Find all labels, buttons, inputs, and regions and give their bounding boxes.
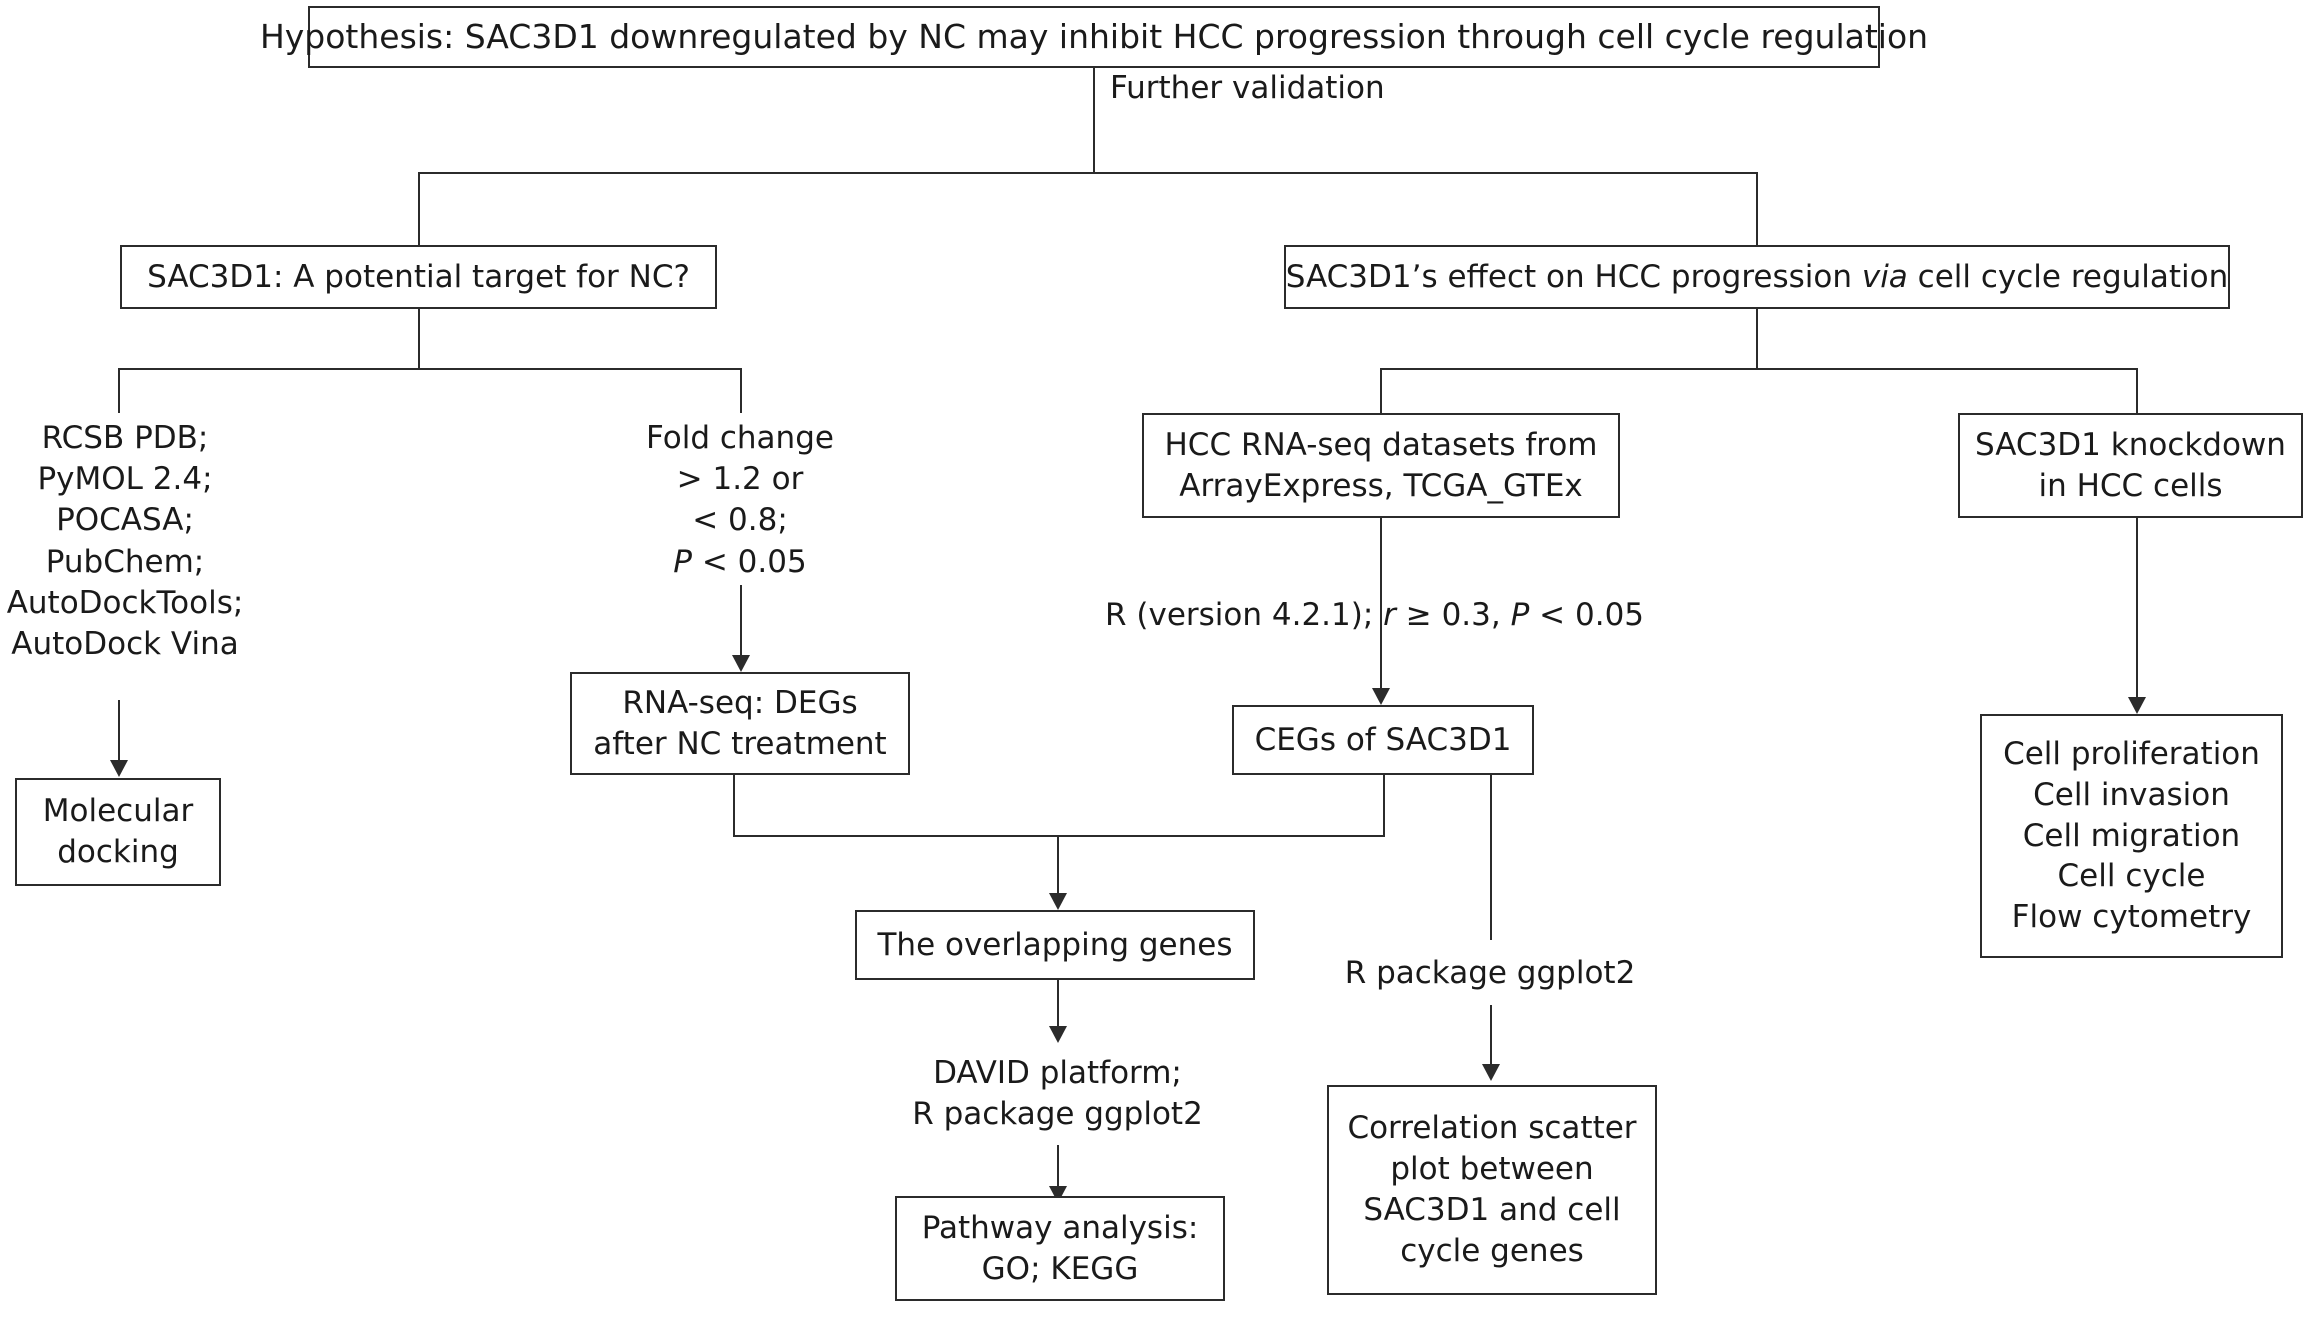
- connector-hypothesis-to-split: [1093, 68, 1095, 172]
- cegs-box: CEGs of SAC3D1: [1232, 705, 1534, 775]
- connector-right-to-datasets: [1380, 368, 1382, 413]
- arrowhead-tools-to-docking: [110, 760, 128, 777]
- connector-tools-to-docking: [118, 700, 120, 762]
- knockdown-line: SAC3D1 knockdown: [1975, 426, 2286, 463]
- connector-right-header-down: [1756, 309, 1758, 368]
- p-symbol: P: [673, 543, 692, 580]
- pathway-line: Pathway analysis:: [921, 1209, 1199, 1246]
- connector-left-split-bar: [118, 368, 740, 370]
- connector-left-to-tools: [118, 368, 120, 413]
- pathway-analysis-box: Pathway analysis: GO; KEGG: [895, 1196, 1225, 1301]
- assay-item: Cell cycle: [2057, 858, 2206, 895]
- connector-main-split-bar: [418, 172, 1758, 174]
- arrowhead-knockdown-to-assays: [2128, 697, 2146, 714]
- david-platform-label: DAVID platform; R package ggplot2: [870, 1053, 1245, 1135]
- fold-change-criteria: Fold change > 1.2 or < 0.8; P < 0.05: [600, 418, 880, 583]
- hcc-datasets-box: HCC RNA-seq datasets from ArrayExpress, …: [1142, 413, 1620, 518]
- via-italic: via: [1861, 258, 1908, 295]
- header-post: cell cycle regulation: [1907, 258, 2229, 295]
- pathway-line: GO; KEGG: [981, 1250, 1139, 1287]
- arrowhead-ggplot-to-scatter: [1482, 1064, 1500, 1081]
- right-branch-header-box: SAC3D1’s effect on HCC progression via c…: [1284, 245, 2230, 309]
- connector-merge-to-overlapping: [1057, 835, 1059, 897]
- arrowhead-criteria-to-degs: [732, 655, 750, 672]
- assay-item: Cell invasion: [2033, 776, 2230, 813]
- p-symbol: P: [1510, 597, 1530, 633]
- tool-item: POCASA;: [56, 502, 194, 539]
- rnaseq-degs-box: RNA-seq: DEGs after NC treatment: [570, 672, 910, 775]
- correlation-scatter-box: Correlation scatter plot between SAC3D1 …: [1327, 1085, 1657, 1295]
- p-threshold: < 0.05: [691, 543, 807, 580]
- arrowhead-merge-to-overlapping: [1049, 893, 1067, 910]
- r-version: R (version 4.2.1);: [1105, 597, 1384, 633]
- criteria-line: Fold change: [646, 420, 834, 456]
- criteria-line: > 1.2 or: [676, 461, 804, 498]
- correlation-parameters-label: R (version 4.2.1); r ≥ 0.3, P < 0.05: [1105, 595, 1665, 636]
- criteria-line-pvalue: P < 0.05: [600, 542, 880, 583]
- assay-item: Cell migration: [2022, 817, 2241, 854]
- ggplot2-label: R package ggplot2: [1344, 955, 1636, 991]
- connector-knockdown-to-assays: [2136, 518, 2138, 702]
- r-symbol: r: [1383, 597, 1396, 633]
- scatter-line: plot between: [1390, 1151, 1594, 1188]
- degs-line: RNA-seq: DEGs: [622, 684, 858, 721]
- david-line: DAVID platform;: [933, 1055, 1182, 1091]
- cell-assays-box: Cell proliferation Cell invasion Cell mi…: [1980, 714, 2283, 958]
- connector-overlapping-to-david: [1057, 980, 1059, 1032]
- overlapping-genes-line: The overlapping genes: [877, 926, 1233, 963]
- hypothesis-text: Hypothesis: SAC3D1 downregulated by NC m…: [259, 17, 1929, 57]
- cegs-line: CEGs of SAC3D1: [1254, 721, 1512, 758]
- overlapping-genes-box: The overlapping genes: [855, 910, 1255, 980]
- left-branch-header-box: SAC3D1: A potential target for NC?: [120, 245, 717, 309]
- david-line: R package ggplot2: [912, 1096, 1203, 1133]
- molecular-docking-tools-list: RCSB PDB; PyMOL 2.4; POCASA; PubChem; Au…: [0, 418, 250, 665]
- tool-item: RCSB PDB;: [41, 420, 209, 456]
- connector-david-to-pathway: [1057, 1145, 1059, 1193]
- molecular-docking-line: docking: [57, 834, 179, 870]
- connector-left-to-criteria: [740, 368, 742, 413]
- criteria-line: < 0.8;: [692, 502, 788, 539]
- scatter-line: SAC3D1 and cell: [1363, 1192, 1621, 1228]
- p-threshold: < 0.05: [1529, 597, 1645, 633]
- connector-cegs-to-ggplot: [1490, 775, 1492, 940]
- connector-left-header-down: [418, 309, 420, 368]
- assay-item: Flow cytometry: [2011, 899, 2252, 936]
- connector-ggplot-to-scatter: [1490, 1005, 1492, 1070]
- connector-merge-bar: [733, 835, 1385, 837]
- sac3d1-knockdown-box: SAC3D1 knockdown in HCC cells: [1958, 413, 2303, 518]
- datasets-line: HCC RNA-seq datasets from: [1164, 426, 1598, 463]
- left-branch-header-text: SAC3D1: A potential target for NC?: [147, 258, 690, 295]
- scatter-line: cycle genes: [1400, 1232, 1584, 1269]
- connector-datasets-to-cegs: [1380, 518, 1382, 693]
- tool-item: PubChem;: [45, 543, 205, 580]
- header-pre: SAC3D1’s effect on HCC progression: [1285, 258, 1862, 295]
- tool-item: AutoDockTools;: [6, 584, 244, 621]
- connector-degs-down: [733, 775, 735, 835]
- degs-line: after NC treatment: [593, 725, 887, 762]
- molecular-docking-box: Molecular docking: [15, 778, 221, 886]
- tool-item: PyMOL 2.4;: [37, 461, 213, 498]
- connector-cegs-down: [1383, 775, 1385, 835]
- arrowhead-overlapping-to-david: [1049, 1026, 1067, 1043]
- connector-split-to-left-branch: [418, 172, 420, 245]
- assay-item: Cell proliferation: [2003, 735, 2260, 772]
- molecular-docking-line: Molecular: [42, 793, 194, 830]
- further-validation-label: Further validation: [1110, 70, 1385, 106]
- connector-right-to-knockdown: [2136, 368, 2138, 413]
- r-threshold: ≥ 0.3,: [1395, 597, 1511, 633]
- right-branch-header-text: SAC3D1’s effect on HCC progression via c…: [1286, 257, 2229, 298]
- arrowhead-datasets-to-cegs: [1372, 688, 1390, 705]
- scatter-line: Correlation scatter: [1347, 1110, 1637, 1147]
- connector-criteria-to-degs: [740, 585, 742, 657]
- tool-item: AutoDock Vina: [11, 626, 239, 663]
- connector-right-split-bar: [1380, 368, 2136, 370]
- datasets-line: ArrayExpress, TCGA_GTEx: [1179, 467, 1583, 504]
- hypothesis-box: Hypothesis: SAC3D1 downregulated by NC m…: [260, 6, 1928, 68]
- knockdown-line: in HCC cells: [2038, 467, 2223, 504]
- connector-split-to-right-branch: [1756, 172, 1758, 245]
